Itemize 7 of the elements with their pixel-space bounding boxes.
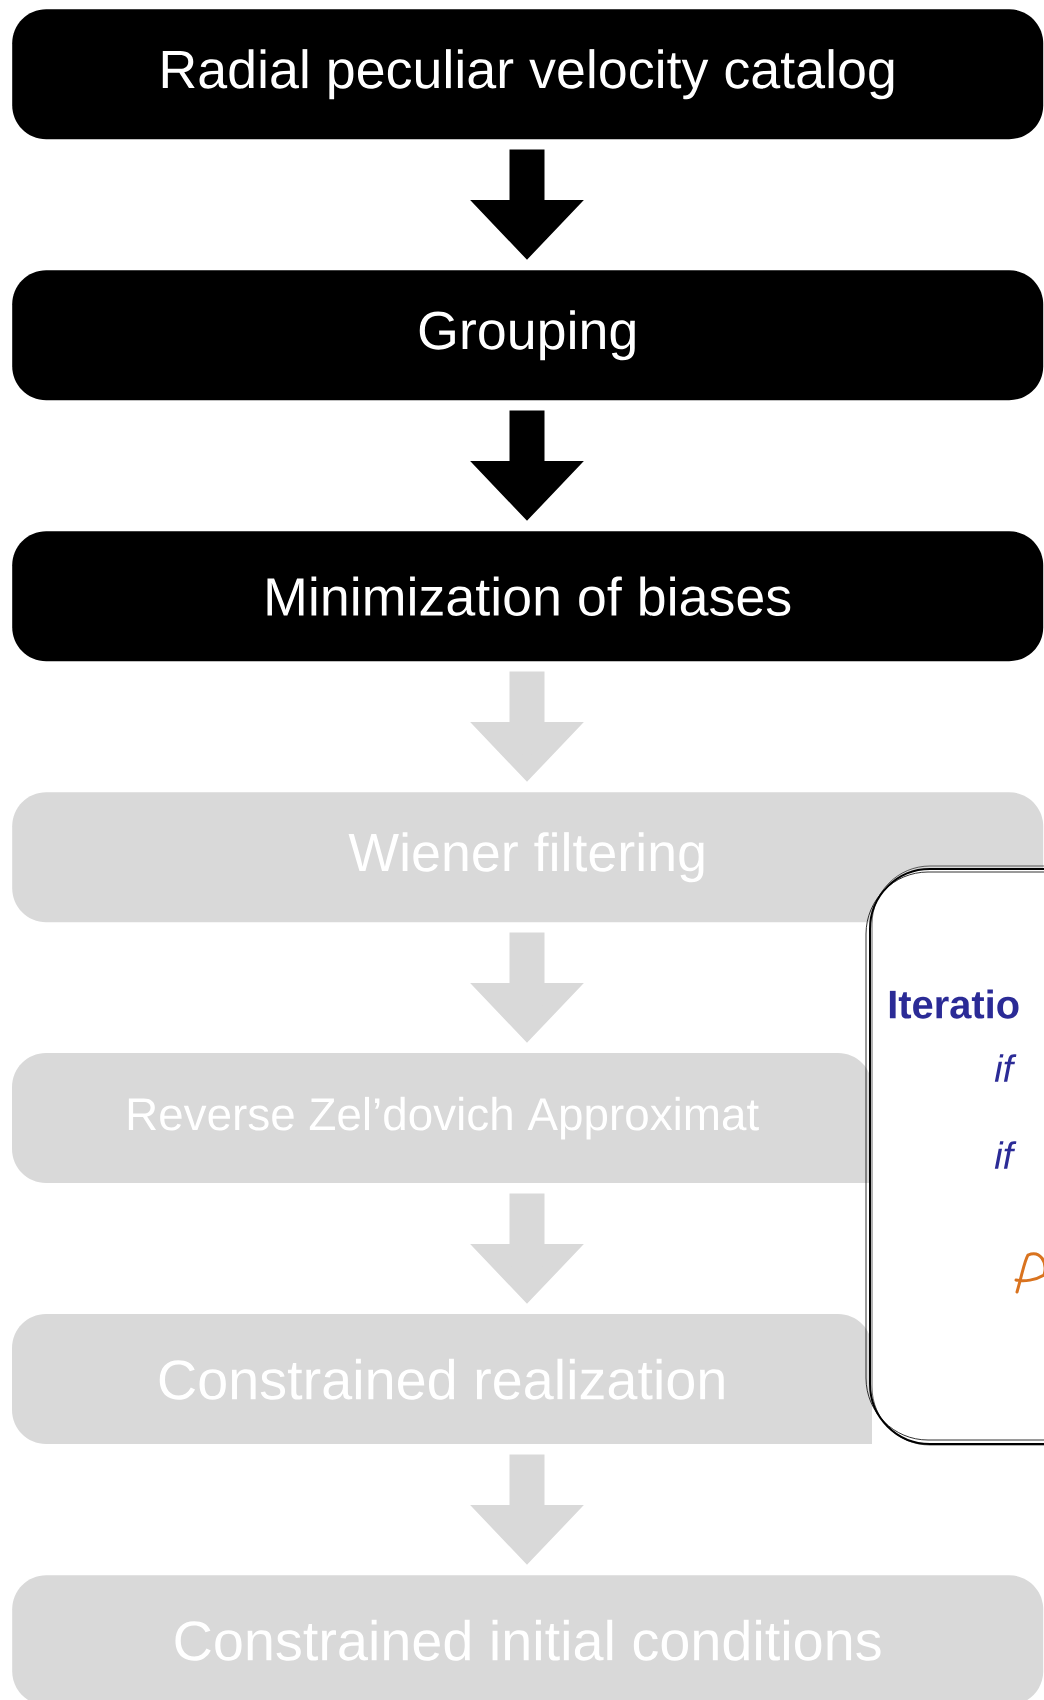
- slide-card: [865, 865, 1044, 1446]
- card-heading: Iteratio: [889, 989, 1019, 1019]
- condition-text: if: [994, 1054, 1017, 1082]
- condition-text: if: [994, 1141, 1017, 1169]
- process-box: Grouping: [12, 270, 1044, 401]
- process-box: Minimization of biases: [12, 531, 1044, 662]
- process-box: Radial peculiar velocity catalog: [12, 9, 1044, 140]
